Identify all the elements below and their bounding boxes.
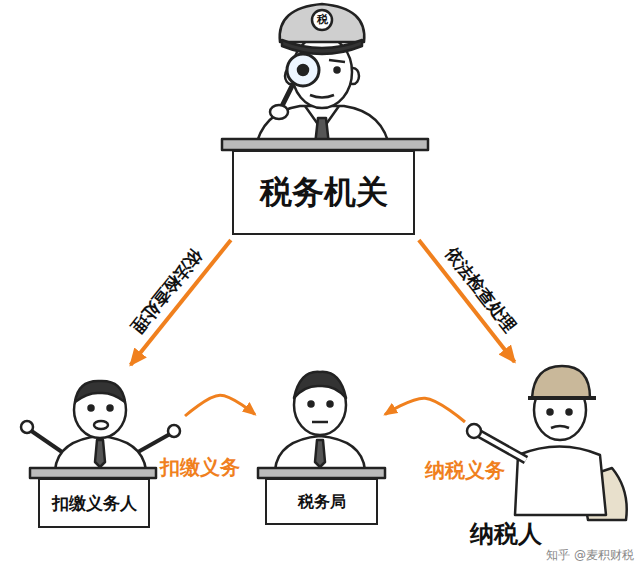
desk-panel: 税务局 — [265, 478, 378, 525]
taxpayer-eye — [548, 410, 553, 415]
taxpayer-body — [515, 447, 606, 516]
hat-badge-text: 税 — [317, 13, 328, 26]
edge-label: 依法检查处理 — [126, 244, 208, 339]
edge-label: 纳税义务 — [423, 458, 507, 482]
officer-eyebrow — [329, 60, 345, 62]
text-holder: 纳税人 — [470, 520, 542, 549]
officer-mouth — [310, 95, 334, 98]
agent-body — [55, 436, 146, 470]
edge-label: 扣缴义务 — [158, 455, 242, 479]
agent-figure — [21, 381, 180, 478]
agent-arm — [138, 434, 170, 452]
magnified-eye — [298, 65, 308, 75]
agent-arm — [30, 430, 62, 452]
bureau-desk: 税务局 — [255, 360, 385, 530]
clerk-figure — [258, 372, 385, 478]
agent-hand — [21, 421, 33, 433]
node-text: 扣缴义务人 — [52, 493, 137, 513]
clerk-body — [275, 436, 365, 470]
authority-desk: 税务机关 — [205, 0, 440, 240]
taxpayer-mouth — [551, 426, 569, 428]
clerk-hair — [294, 372, 346, 398]
watermark: 知乎 @麦积财税 — [546, 548, 634, 562]
taxpayer-eye — [567, 410, 572, 415]
desk-top — [30, 468, 156, 478]
officer-hand — [270, 105, 288, 119]
taxpayer-cap-brim — [528, 396, 596, 400]
clerk-tie — [315, 440, 325, 467]
clerk-eye — [309, 402, 314, 407]
agent-hand — [168, 425, 180, 437]
clerk-mouth — [312, 421, 328, 424]
agent-tie — [95, 440, 105, 467]
duty-arrow — [185, 395, 255, 416]
taxpayer-arm — [478, 433, 526, 460]
desk-panel: 税务机关 — [232, 150, 415, 235]
desk-panel: 扣缴义务人 — [38, 478, 150, 528]
agent-hair — [75, 381, 125, 402]
clerk-eye — [328, 402, 333, 407]
officer-figure — [222, 4, 428, 150]
officer-hat — [280, 4, 365, 42]
officer-visor — [282, 40, 362, 54]
desk-top — [258, 468, 385, 478]
agent-eye — [89, 406, 94, 411]
officer-eye — [335, 68, 340, 73]
desk-top — [222, 139, 428, 150]
taxpayer-hand — [467, 424, 481, 438]
agent-eye — [108, 406, 113, 411]
agent-mouth — [94, 421, 108, 429]
hat-badge — [312, 10, 332, 30]
agent-desk: 扣缴义务人 — [20, 365, 185, 535]
duty-arrow — [385, 398, 465, 422]
taxpayer-figure — [467, 366, 627, 520]
node-text: 纳税人 — [470, 520, 542, 549]
magnifying-glass — [287, 54, 319, 86]
taxpayer-arm — [478, 433, 526, 460]
node-text: 税务局 — [298, 492, 346, 511]
edge-label: 依法检查处理 — [440, 242, 521, 338]
node-text: 税务机关 — [260, 173, 388, 211]
taxpayer-cap — [532, 366, 590, 398]
